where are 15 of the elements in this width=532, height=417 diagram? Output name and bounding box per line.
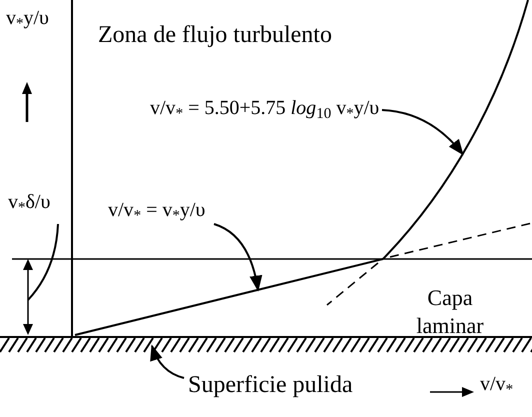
surface-label: Superficie pulida	[188, 370, 353, 400]
dimension-line	[23, 259, 33, 335]
leader-arrow	[382, 109, 464, 156]
hatched-surface	[0, 336, 532, 353]
laminar-profile-line	[74, 222, 532, 336]
equation-label: v/v$_{*}$ = 5.50+5.75 log$_{10}$ v$_{*}$y/υ	[150, 96, 380, 121]
zone-label: Zona de flujo turbulento	[98, 21, 332, 50]
equation-label: v$_{*}$δ/υ	[8, 190, 50, 215]
zone-label: Capa laminar	[415, 284, 485, 339]
leader-arrow	[150, 344, 184, 379]
axis-label: v$_{*}$y/υ	[6, 6, 49, 31]
leader-arrow	[214, 223, 262, 292]
leader-line	[27, 224, 59, 301]
equation-label: v/v$_{*}$ = v$_{*}$y/υ	[108, 198, 206, 223]
axis-label: v/v$_{*}$	[480, 372, 514, 397]
